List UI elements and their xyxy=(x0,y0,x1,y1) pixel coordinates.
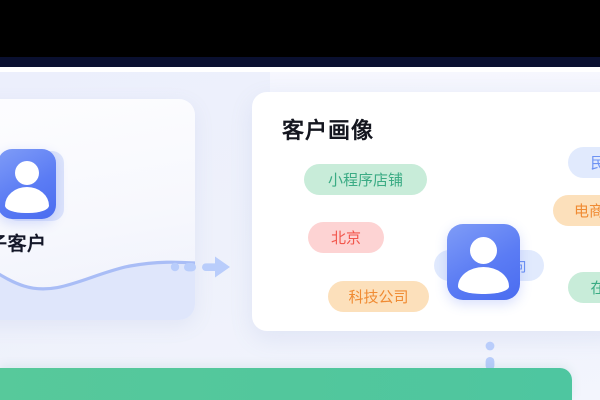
sub-customer-card[interactable]: 子客户 xyxy=(0,99,195,320)
person-avatar-icon xyxy=(0,149,56,219)
profile-tag[interactable]: 北京 xyxy=(308,222,384,253)
top-black-bar xyxy=(0,0,600,57)
profile-tag[interactable]: 在 xyxy=(568,272,600,303)
avatar-body-shape xyxy=(5,187,49,213)
profile-tag[interactable]: 科技公司 xyxy=(328,281,429,312)
avatar-head-shape xyxy=(470,237,497,264)
white-divider xyxy=(0,67,600,72)
page-title: 客户画像 xyxy=(282,118,375,143)
profile-tag[interactable]: 电商 xyxy=(553,195,600,226)
dotted-arrow-right-icon xyxy=(170,256,230,278)
bottom-green-panel[interactable] xyxy=(0,368,572,400)
content-canvas: 子客户 客户画像 小程序店铺北京科技公司有采购意向民电商在 xyxy=(0,72,600,400)
avatar-body-shape xyxy=(458,267,509,294)
person-avatar-icon xyxy=(447,224,520,300)
avatar-head-shape xyxy=(15,161,39,185)
profile-tag[interactable]: 民 xyxy=(568,147,600,178)
profile-tag[interactable]: 小程序店铺 xyxy=(304,164,427,195)
sub-customer-label: 子客户 xyxy=(0,234,47,255)
navy-accent-strip xyxy=(0,57,600,67)
wave-line-chart-icon xyxy=(0,260,195,320)
